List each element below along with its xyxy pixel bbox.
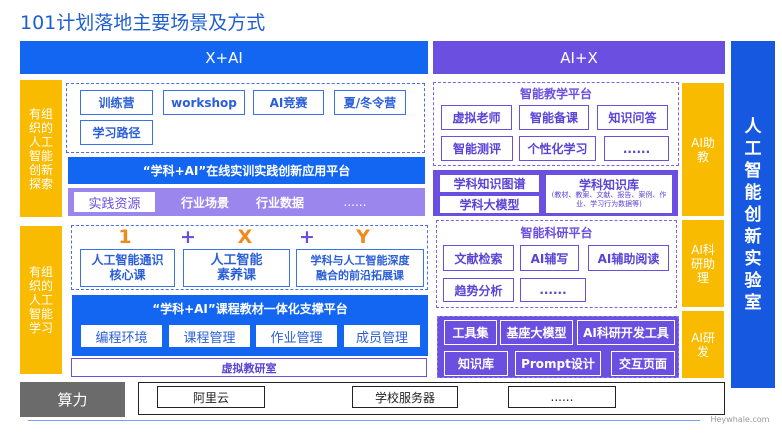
- practice-platform-bar: “学科+AI”在线实训实践创新应用平台: [68, 157, 425, 184]
- watermark: Heywhale.com: [710, 414, 770, 424]
- activity-item: workshop: [163, 90, 245, 115]
- subject-model: 学科大模型: [439, 195, 540, 214]
- ai-assistant-label: AI助教: [682, 83, 724, 216]
- teaching-item: 虚拟老师: [441, 105, 512, 130]
- research-platform-title: 智能科研平台: [520, 225, 593, 240]
- teaching-platform-box: [433, 82, 679, 166]
- knowledge-base: 学科知识库 (教材、教案、文献、报告、案例、作业、学习行为数据等): [545, 174, 673, 214]
- tool-item: 编程环境: [81, 325, 162, 347]
- ai-dev-label: AI研发: [682, 311, 724, 378]
- dev-item: 交互页面: [611, 351, 675, 376]
- course-platform-title: “学科+AI”课程教材一体化支撑平台: [152, 301, 348, 316]
- dev-item: 基座大模型: [500, 320, 573, 345]
- courses-box: [71, 225, 428, 290]
- formula-x: X: [237, 226, 253, 248]
- teaching-item: ......: [604, 136, 669, 161]
- formula-1: 1: [118, 226, 132, 248]
- compute-item: 学校服务器: [352, 386, 458, 408]
- knowledge-base-title: 学科知识库: [578, 178, 639, 192]
- ai-innovation-lab-label: 人工智能创新实验室: [731, 41, 775, 388]
- research-item: AI辅助阅读: [588, 245, 669, 271]
- learn-label: 有组织的人工智能学习: [20, 226, 62, 374]
- research-item: AI辅写: [520, 245, 579, 271]
- formula-plus: +: [180, 226, 196, 248]
- tool-item: 成员管理: [344, 325, 420, 347]
- tool-item: 课程管理: [169, 325, 250, 347]
- ai-plus-x-header: AI+X: [433, 41, 725, 74]
- activity-item: 训练营: [80, 90, 153, 115]
- compute-box: [138, 382, 725, 415]
- tool-item: 作业管理: [256, 325, 337, 347]
- formula-y: Y: [356, 226, 370, 248]
- page-title: 101计划落地主要场景及方式: [20, 12, 266, 34]
- teaching-item: 智能备课: [519, 105, 589, 130]
- activity-item: AI竞赛: [253, 90, 324, 115]
- virtual-lab-bar: 虚拟教研室: [71, 358, 427, 377]
- teaching-item: 个性化学习: [519, 136, 596, 161]
- dev-item: 知识库: [444, 351, 508, 376]
- resource-item: ......: [343, 195, 367, 209]
- teaching-item: 智能测评: [441, 136, 513, 161]
- research-item: 文献检索: [443, 245, 514, 271]
- resource-item: 实践资源: [74, 192, 155, 212]
- resource-item: 行业场景: [180, 195, 229, 210]
- x-plus-ai-header: X+AI: [20, 41, 428, 74]
- resource-item: 行业数据: [255, 195, 304, 210]
- course-item: 学科与人工智能深度 融合的前沿拓展课: [296, 249, 424, 287]
- compute-item: 阿里云: [157, 386, 265, 408]
- dev-item: AI科研开发工具: [577, 320, 675, 345]
- formula-plus: +: [299, 226, 315, 248]
- teaching-item: 知识问答: [597, 105, 668, 130]
- activity-item: 夏/冬令营: [334, 90, 406, 115]
- explore-activities-box: [66, 83, 425, 153]
- compute-item: ......: [508, 386, 616, 408]
- research-item: ......: [520, 278, 586, 302]
- bottom-divider: [28, 420, 700, 421]
- dev-item: 工具集: [444, 320, 497, 345]
- course-item: 人工智能 素养课: [183, 249, 290, 287]
- knowledge-base-note: (教材、教案、文献、报告、案例、作业、学习行为数据等): [551, 191, 667, 208]
- teaching-platform-title: 智能教学平台: [519, 86, 592, 101]
- activity-item: 学习路径: [80, 120, 153, 145]
- research-item: 趋势分析: [443, 278, 514, 302]
- explore-label: 有组织的人工智能创新探索: [20, 80, 62, 217]
- knowledge-graph: 学科知识图谱: [439, 174, 540, 193]
- compute-label: 算力: [20, 382, 125, 417]
- ai-research-assistant-label: AI科研助理: [682, 220, 724, 307]
- dev-item: Prompt设计: [515, 351, 601, 376]
- course-item: 人工智能通识 核心课: [80, 249, 175, 287]
- dev-tools-box: [437, 316, 679, 378]
- research-platform-box: [436, 220, 677, 308]
